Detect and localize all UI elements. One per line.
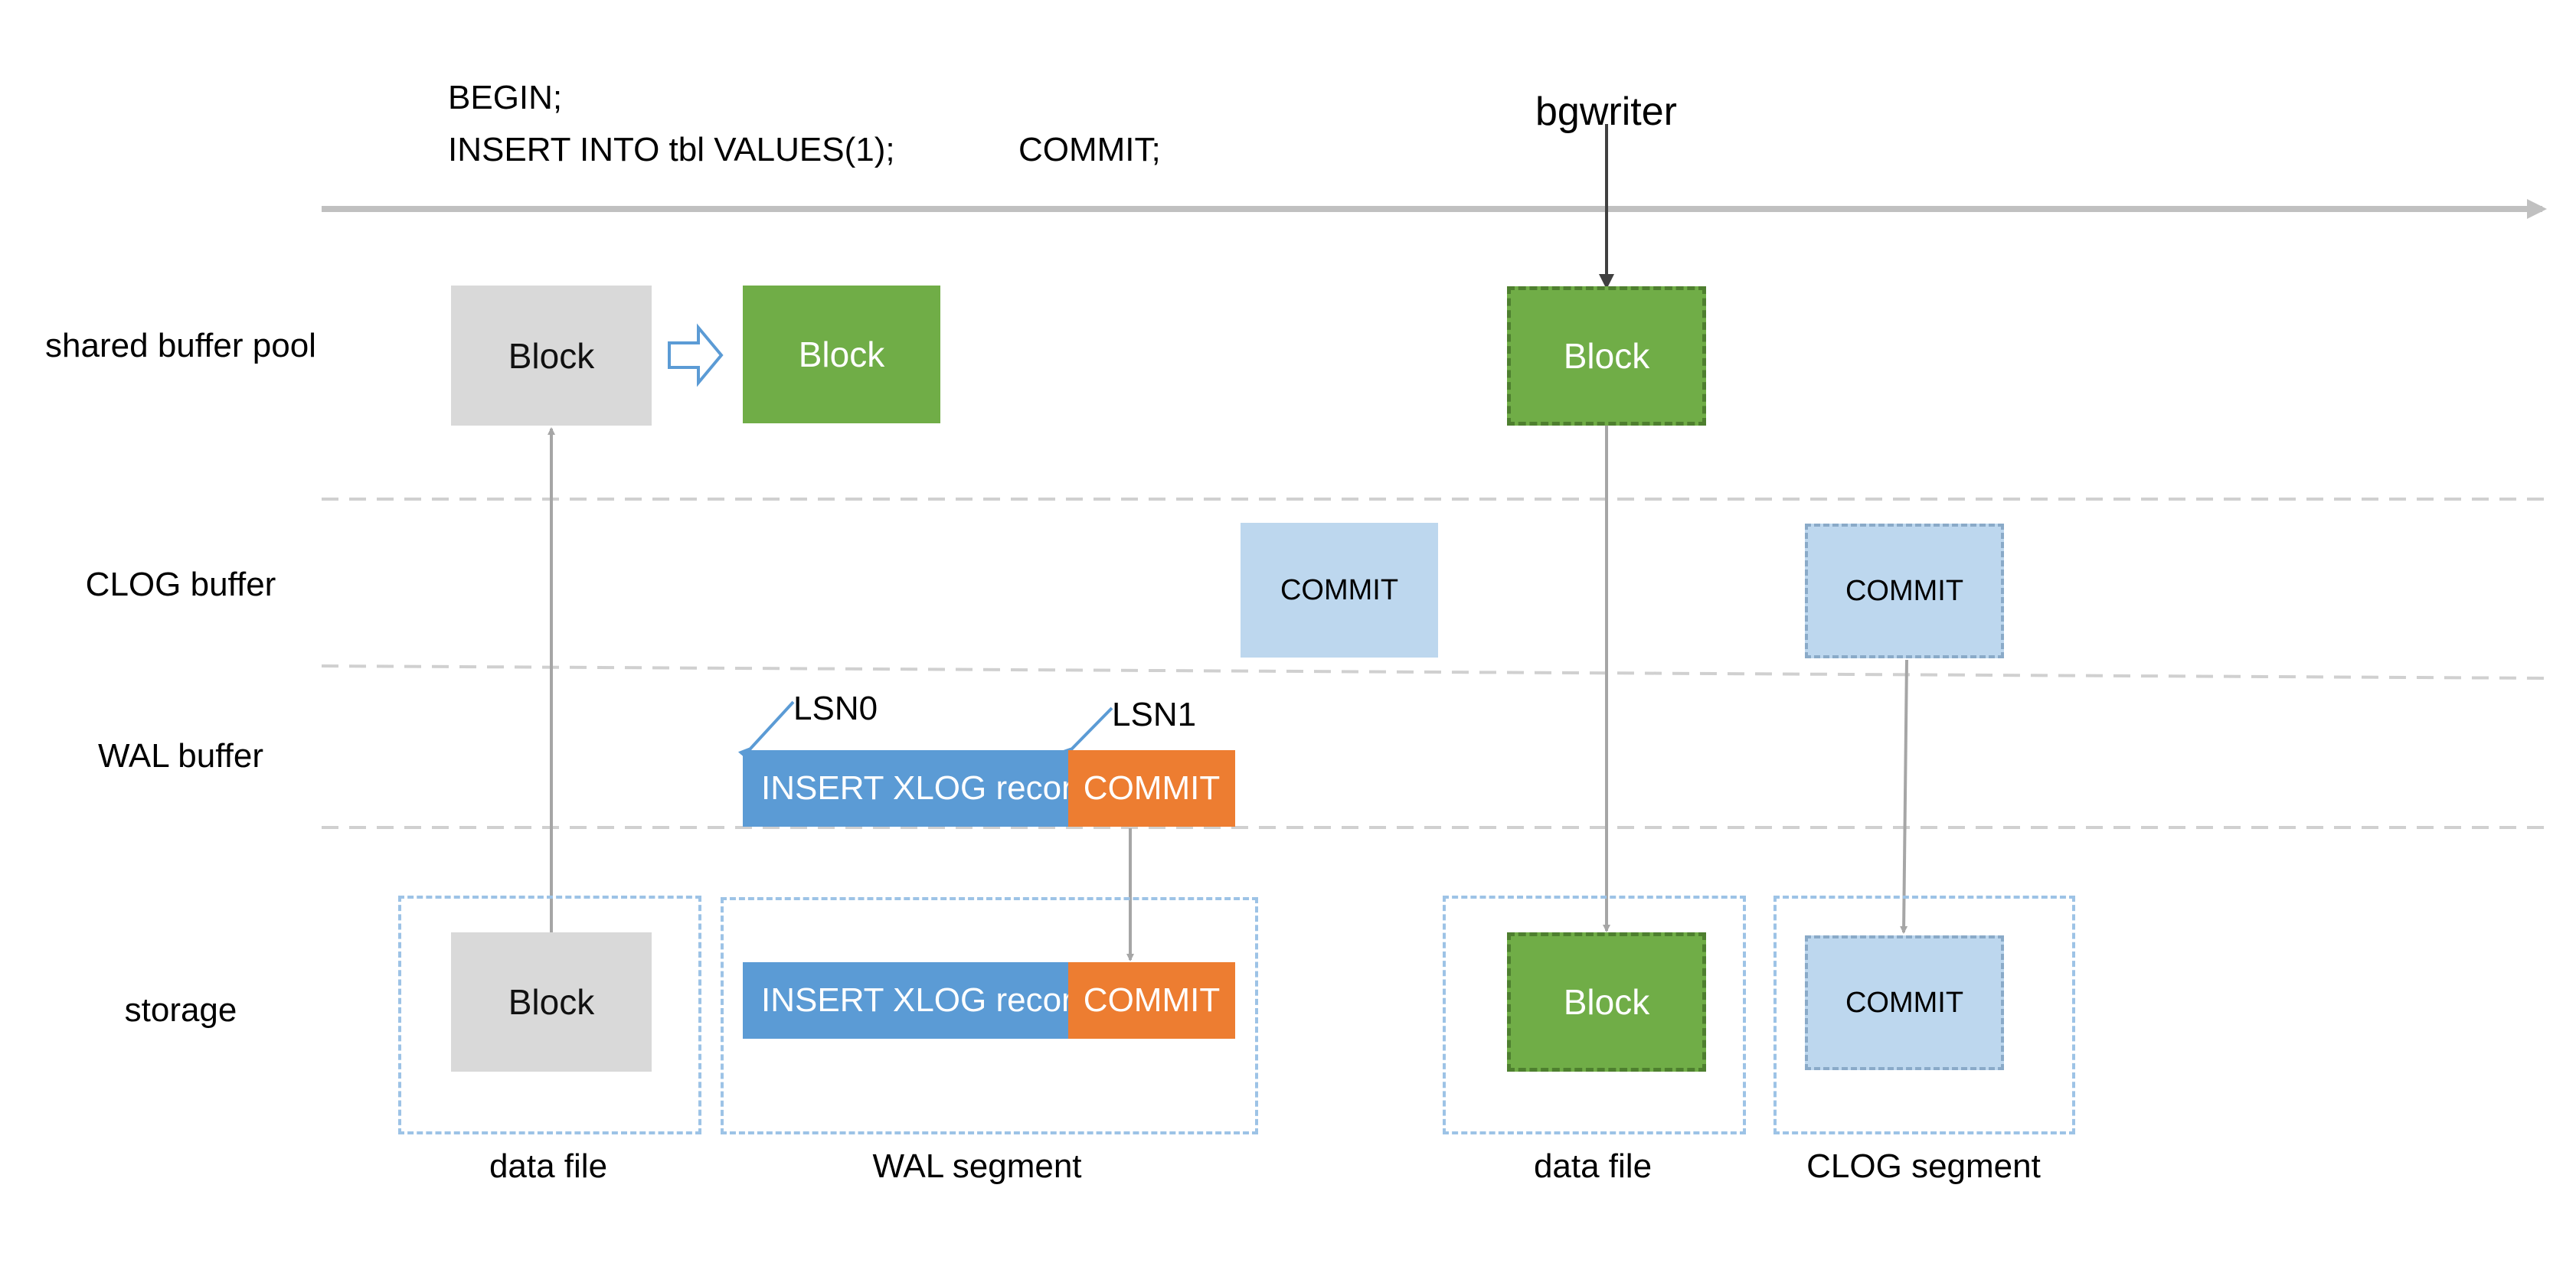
storage-wal-insert-record: INSERT XLOG record	[743, 962, 1091, 1039]
data-file-group-2	[1443, 896, 1746, 1134]
wal-buffer-commit: COMMIT	[1068, 750, 1235, 827]
storage-data-file-block: Block	[451, 932, 652, 1072]
lsn1-label: LSN1	[1112, 696, 1197, 733]
sql-commit: COMMIT;	[1018, 131, 1161, 168]
shared-buffer-block-bgwriter: Block	[1507, 286, 1706, 426]
row-divider	[321, 664, 2551, 680]
clog-segment-group	[1773, 896, 2075, 1134]
clog-flush-arrow	[1900, 659, 1908, 934]
row-label-storage: storage	[124, 991, 237, 1029]
storage-clog-commit: COMMIT	[1805, 935, 2004, 1070]
shared-buffer-block-modified: Block	[743, 286, 940, 423]
clog-buffer-commit: COMMIT	[1241, 523, 1438, 658]
lsn1-pointer	[1059, 707, 1113, 762]
sql-begin: BEGIN;	[448, 79, 563, 116]
wal-segment-group	[721, 897, 1258, 1134]
storage-wal-commit: COMMIT	[1068, 962, 1235, 1039]
bgwriter-label: bgwriter	[1535, 90, 1677, 134]
row-label-clog-buffer: CLOG buffer	[85, 566, 276, 603]
row-label-shared-buffer-pool: shared buffer pool	[45, 327, 316, 364]
caption-wal-segment: WAL segment	[872, 1147, 1082, 1185]
sql-insert: INSERT INTO tbl VALUES(1);	[448, 131, 895, 168]
wal-buffer-insert-record: INSERT XLOG record	[743, 750, 1091, 827]
modify-arrow-icon	[668, 323, 724, 387]
caption-data-file: data file	[489, 1147, 608, 1185]
storage-data-file-block-2: Block	[1507, 932, 1706, 1072]
lsn0-pointer	[737, 700, 795, 762]
caption-clog-segment: CLOG segment	[1806, 1147, 2041, 1185]
data-file-group	[398, 896, 701, 1134]
row-label-wal-buffer: WAL buffer	[97, 737, 264, 775]
lsn0-label: LSN0	[793, 690, 878, 727]
shared-buffer-block-initial: Block	[451, 286, 652, 426]
clog-buffer-commit-dirty: COMMIT	[1805, 524, 2004, 658]
caption-data-file-2: data file	[1533, 1147, 1652, 1185]
